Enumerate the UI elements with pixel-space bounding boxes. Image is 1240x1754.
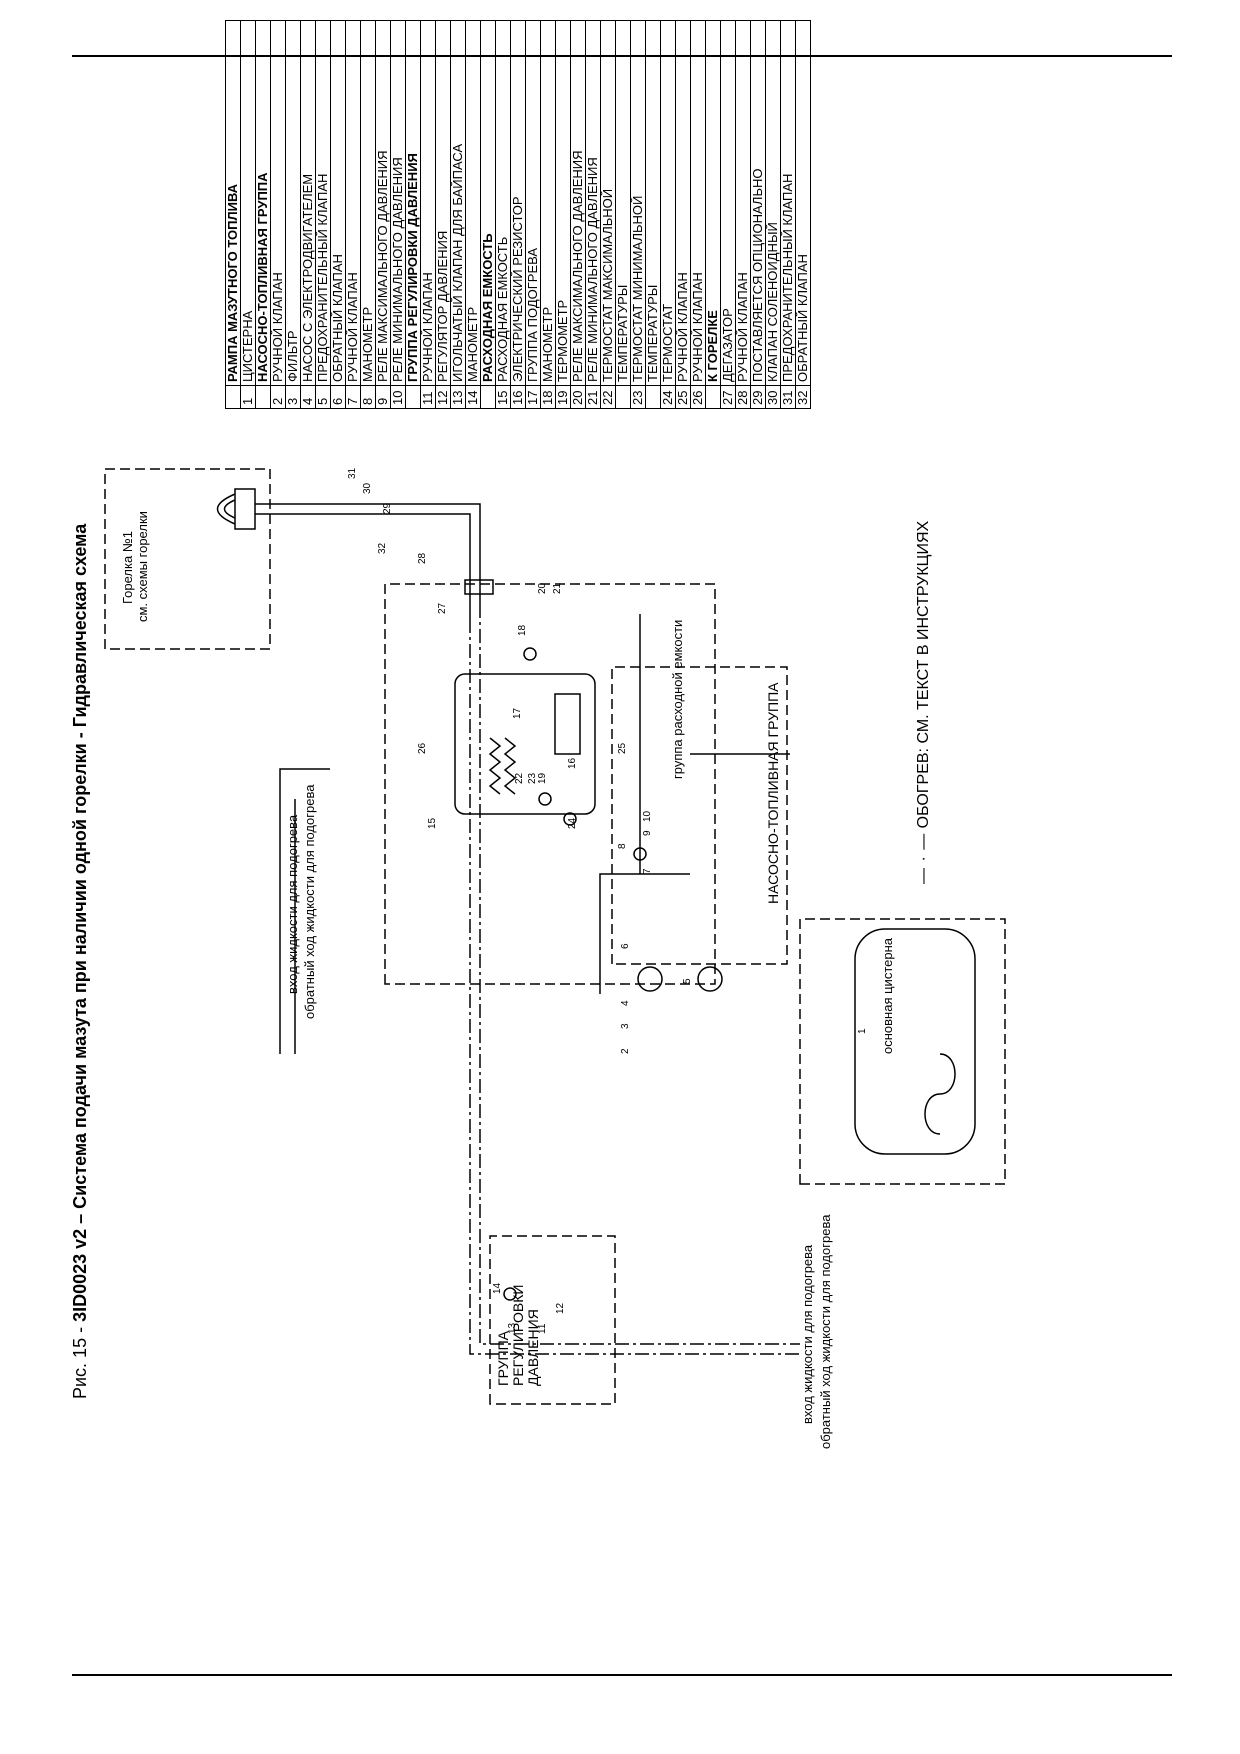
callout-32: 32 <box>377 542 388 554</box>
gauge-8 <box>633 847 647 861</box>
burner-title: Горелка №1 <box>120 530 135 604</box>
callout-31: 31 <box>347 467 358 479</box>
main-tank-label: основная цистерна <box>880 938 895 1054</box>
callout-24: 24 <box>567 817 578 829</box>
callout-7: 7 <box>642 868 653 874</box>
callout-23: 23 <box>527 772 538 784</box>
main-tank-vessel <box>854 928 976 1155</box>
callout-5: 5 <box>682 978 693 984</box>
callout-15: 15 <box>427 817 438 829</box>
pump-group-label: НАСОСНО-ТОПЛИВНАЯ ГРУППА <box>765 682 781 904</box>
callout-10: 10 <box>642 810 653 822</box>
callout-21: 21 <box>552 582 563 594</box>
callout-6: 6 <box>620 943 631 949</box>
return-pipe <box>479 604 800 1345</box>
service-tank-box <box>384 583 716 985</box>
callout-29: 29 <box>382 502 393 514</box>
pump-b <box>697 966 723 992</box>
top-rule <box>72 55 1172 57</box>
heat-return-label-top: обратный ход жидкости для подогрева <box>302 784 317 1019</box>
gauge-14 <box>503 1287 517 1301</box>
callout-19: 19 <box>537 772 548 784</box>
burner-subtitle: см. схемы горелки <box>135 511 150 622</box>
heating-note-text: ОБОГРЕВ: СМ. ТЕКСТ В ИНСТРУКЦИЯХ <box>915 520 932 829</box>
callout-20: 20 <box>537 582 548 594</box>
callout-3: 3 <box>620 1023 631 1029</box>
gauge-24 <box>563 812 577 826</box>
main-tank-box <box>799 918 1006 1185</box>
heating-coil-2 <box>503 737 517 795</box>
burner-supply-pipe <box>255 513 471 619</box>
pump-a <box>637 966 663 992</box>
heat-return-label-bottom: обратный ход жидкости для подогрева <box>818 1214 833 1449</box>
burner-nozzle <box>216 493 236 525</box>
heat-in-pipe-top <box>279 768 330 1054</box>
callout-8: 8 <box>617 843 628 849</box>
burner-nozzle-inner <box>223 499 236 519</box>
heat-in-label-bottom: вход жидкости для подогрева <box>800 1244 815 1424</box>
callout-30: 30 <box>362 482 373 494</box>
degasser <box>464 579 494 595</box>
heating-line-symbol: — · — <box>915 832 932 884</box>
burner-head <box>234 488 256 530</box>
heating-coil <box>488 737 502 795</box>
callout-16: 16 <box>567 757 578 769</box>
callout-12: 12 <box>555 1302 566 1314</box>
burner-return-pipe <box>255 503 481 604</box>
pressure-group-label-1: ГРУППА <box>495 1331 511 1386</box>
pump-group-box <box>611 666 788 965</box>
heat-in-label-top: вход жидкости для подогрева <box>285 814 300 994</box>
callout-14: 14 <box>492 1282 503 1294</box>
callout-18: 18 <box>517 624 528 636</box>
callout-1: 1 <box>857 1028 868 1034</box>
gauge-18 <box>523 647 537 661</box>
pressure-group-label-2: РЕГУЛИРОВКИ <box>510 1284 526 1386</box>
callout-26: 26 <box>417 742 428 754</box>
callout-22: 22 <box>514 772 525 784</box>
callout-2: 2 <box>620 1048 631 1054</box>
gauge-19 <box>538 792 552 806</box>
callout-28: 28 <box>417 552 428 564</box>
heating-note: — · — ОБОГРЕВ: СМ. ТЕКСТ В ИНСТРУКЦИЯХ <box>915 521 933 884</box>
pump-discharge-pipe <box>599 873 690 994</box>
supply-pipe <box>469 619 800 1355</box>
callout-9: 9 <box>642 830 653 836</box>
callout-17: 17 <box>512 707 523 719</box>
callout-13: 13 <box>507 1322 518 1334</box>
pressure-group-label-3: ДАВЛЕНИЯ <box>525 1309 541 1386</box>
main-tank-coil <box>924 1053 956 1135</box>
callout-27: 27 <box>437 602 448 614</box>
bottom-rule <box>72 1674 1172 1676</box>
pressure-group-box <box>489 1235 616 1405</box>
service-tank-group-label: группа расходной емкости <box>670 619 685 779</box>
callout-4: 4 <box>620 1000 631 1006</box>
callout-25: 25 <box>617 742 628 754</box>
burner-box <box>104 468 271 650</box>
service-tank-vessel <box>454 673 596 815</box>
electric-resistor <box>554 693 581 755</box>
callout-11: 11 <box>537 1323 548 1334</box>
